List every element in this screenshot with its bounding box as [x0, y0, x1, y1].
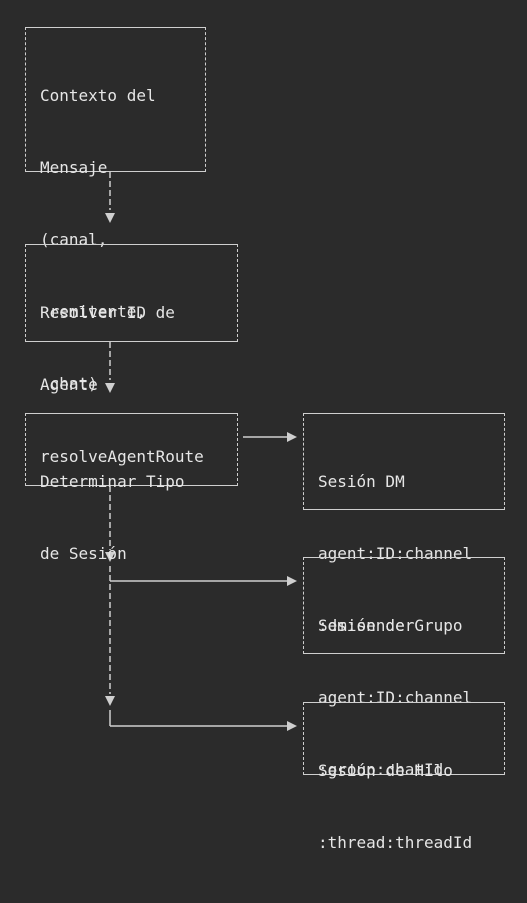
arrowhead-down-1 — [105, 213, 115, 223]
node-line: remitente, — [40, 302, 146, 321]
arrowhead-right-thread — [287, 721, 297, 731]
node-line: chat) — [40, 374, 98, 393]
node-line: Sesión DM — [318, 472, 405, 491]
node-line: :dm:sender — [318, 616, 415, 635]
node-line: agent:ID:channel — [318, 544, 473, 563]
node-line: :thread:threadId — [318, 833, 473, 852]
node-line: Sesión de Hilo — [318, 761, 453, 780]
node-line: Resolver ID de — [40, 303, 175, 322]
node-line: Sesión de Grupo — [318, 616, 463, 635]
connector-layer — [105, 172, 297, 731]
node-line: Mensaje — [40, 158, 108, 177]
node-dm-session: Sesión DM agent:ID:channel :dm:sender — [303, 413, 505, 635]
node-line: Determinar Tipo — [40, 472, 185, 491]
node-line: resolveAgentRoute — [40, 447, 204, 466]
arrowhead-down-4 — [105, 696, 115, 706]
flow-diagram: Contexto del Mensaje (canal, remitente, … — [25, 27, 505, 852]
arrowhead-down-3 — [105, 552, 115, 562]
node-line: Contexto del — [40, 86, 156, 105]
node-line: Agente — [40, 375, 98, 394]
arrowhead-right-group — [287, 576, 297, 586]
node-line: de Sesión — [40, 544, 127, 563]
node-thread-session: Sesión de Hilo :thread:threadId — [303, 702, 505, 852]
arrowhead-down-2 — [105, 383, 115, 393]
node-resolve-agent-id: Resolver ID de Agente resolveAgentRoute — [25, 244, 238, 466]
node-group-session: Sesión de Grupo agent:ID:channel :group:… — [303, 557, 505, 779]
arrowhead-right-dm — [287, 432, 297, 442]
node-message-context: Contexto del Mensaje (canal, remitente, … — [25, 27, 206, 393]
node-determine-session-type: Determinar Tipo de Sesión — [25, 413, 238, 563]
